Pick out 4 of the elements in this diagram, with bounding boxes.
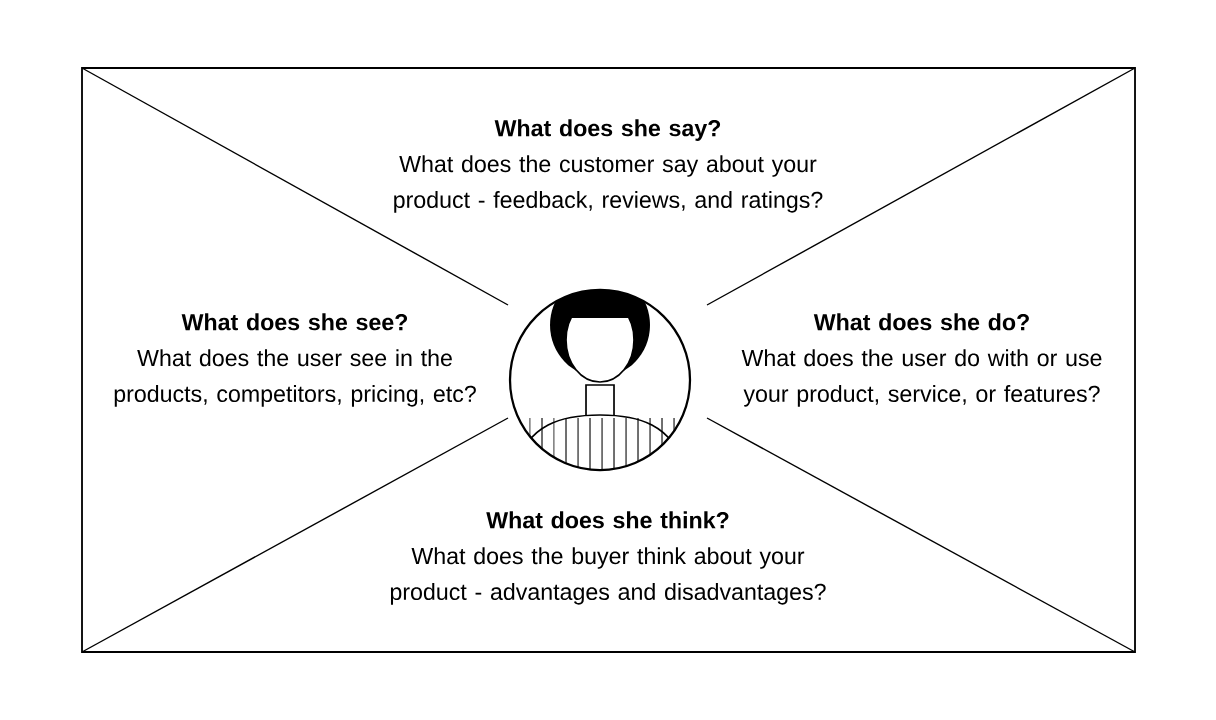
quadrant-text: What does she do? What does the user do with or use your product, service, or features? bbox=[741, 313, 1102, 407]
quadrant-text: What does she see? What does the user see in the products, competitors, pricing, etc? bbox=[114, 313, 476, 407]
quadrant-text: What does she think? What does the buyer think about your product - advantages and disadvantages? bbox=[390, 511, 826, 605]
quadrant-text: What does she say? What does the customer say about your product - feedback, reviews, and ratings? bbox=[394, 119, 823, 213]
